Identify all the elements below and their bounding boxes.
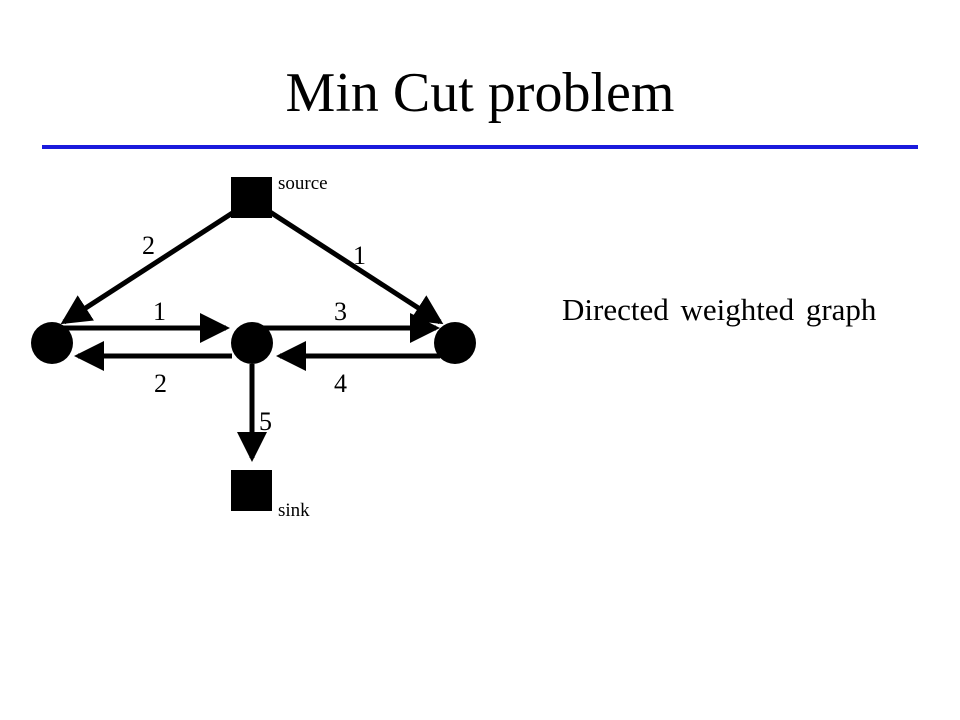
title-divider <box>42 145 918 149</box>
edge-weight-left-middle: 1 <box>153 297 166 326</box>
sink-label: sink <box>278 500 310 521</box>
edge-weight-source-left: 2 <box>142 231 155 260</box>
edge-weight-middle-right: 3 <box>334 297 347 326</box>
node-middle <box>231 322 273 364</box>
edge-weight-middle-left: 2 <box>154 369 167 398</box>
source-label: source <box>278 173 328 194</box>
edge-weight-right-middle: 4 <box>334 369 347 398</box>
edge-source-left <box>60 209 236 325</box>
edge-weight-middle-sink: 5 <box>259 407 272 436</box>
edge-weight-source-right: 1 <box>353 241 366 270</box>
slide-title: Min Cut problem <box>285 62 675 124</box>
sink-node <box>231 470 272 511</box>
graph-caption: Directed weighted graph <box>562 292 877 327</box>
source-node <box>231 177 272 218</box>
node-left <box>31 322 73 364</box>
edge-source-right <box>268 209 444 325</box>
node-right <box>434 322 476 364</box>
